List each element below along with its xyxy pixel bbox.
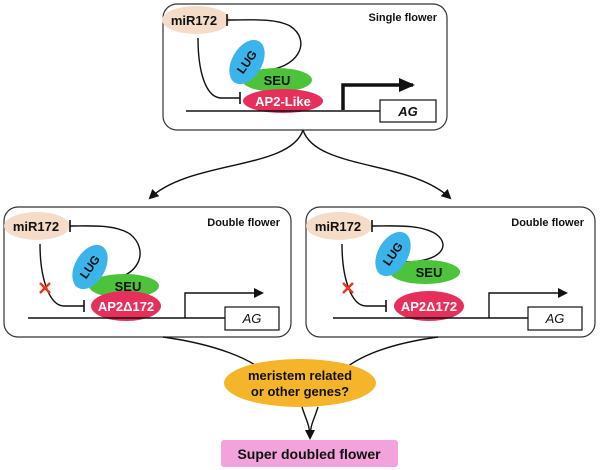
mir172-label: miR172 (13, 219, 59, 234)
seu-label: SEU (115, 279, 142, 294)
panel-double-flower-left: Double flower miR172 SEU LUG AP2Δ172 AG (3, 206, 292, 338)
mir172-ellipse (4, 212, 70, 240)
mir-to-ap2-inhibition (341, 243, 386, 307)
result-label: Super doubled flower (237, 446, 381, 462)
ag-gene-box (224, 306, 280, 331)
arrow-to-result (301, 406, 315, 440)
ap2-label: AP2Δ172 (401, 299, 457, 314)
result-box (221, 440, 398, 467)
panel-title: Double flower (207, 217, 280, 229)
seu-label: SEU (416, 265, 443, 280)
question-line2: or other genes? (251, 384, 349, 399)
ag-gene-box (379, 99, 437, 123)
mir172-label: miR172 (171, 13, 217, 28)
lug-ellipse (229, 39, 265, 85)
seu-label: SEU (264, 73, 291, 88)
mir172-ellipse (306, 212, 372, 240)
mir172-label: miR172 (315, 219, 361, 234)
arrow-to-result (309, 406, 319, 439)
panel-title: Single flower (369, 12, 438, 24)
curve-left-to-question (162, 336, 263, 371)
panel-single-flower: Single flower miR172 SEU LUG AP2-Like AG (162, 3, 448, 131)
lug-ellipse (72, 244, 108, 290)
ag-gene-box (527, 306, 583, 331)
seu-ellipse (390, 260, 460, 284)
seu-ellipse (242, 68, 312, 92)
lug-to-mir-inhibition (371, 225, 444, 263)
mir172-ellipse (162, 6, 230, 34)
ap2-ellipse (394, 291, 464, 321)
blocked-cross-icon (39, 282, 51, 294)
arrow-to-left-panel (148, 129, 304, 200)
lug-to-mir-inhibition (226, 19, 302, 72)
result-node: Super doubled flower (221, 440, 398, 467)
question-node: meristem related or other genes? (224, 359, 376, 407)
ag-gene-label: AG (397, 104, 418, 119)
lug-ellipse (375, 231, 411, 277)
promoter-arrow (184, 288, 264, 318)
arrow-to-right-panel (302, 129, 452, 200)
question-line1: meristem related (248, 368, 352, 383)
promoter-arrow (341, 78, 415, 110)
panel-title: Double flower (511, 217, 584, 229)
ap2-ellipse (91, 291, 161, 321)
ap2-ellipse (243, 89, 323, 113)
blocked-cross-icon (342, 282, 354, 294)
promoter-arrow (488, 288, 568, 318)
ap2-label: AP2-Like (255, 94, 311, 109)
seu-ellipse (89, 274, 159, 298)
panel-frame (3, 206, 292, 338)
curve-right-to-question (342, 336, 439, 371)
mir-to-ap2-inhibition (197, 37, 240, 99)
ag-gene-label: AG (242, 311, 262, 326)
ag-gene-label: AG (545, 311, 565, 326)
question-ellipse (224, 359, 376, 407)
ap2-label: AP2Δ172 (98, 299, 154, 314)
panel-double-flower-right: Double flower miR172 SEU LUG AP2Δ172 AG (305, 206, 596, 338)
